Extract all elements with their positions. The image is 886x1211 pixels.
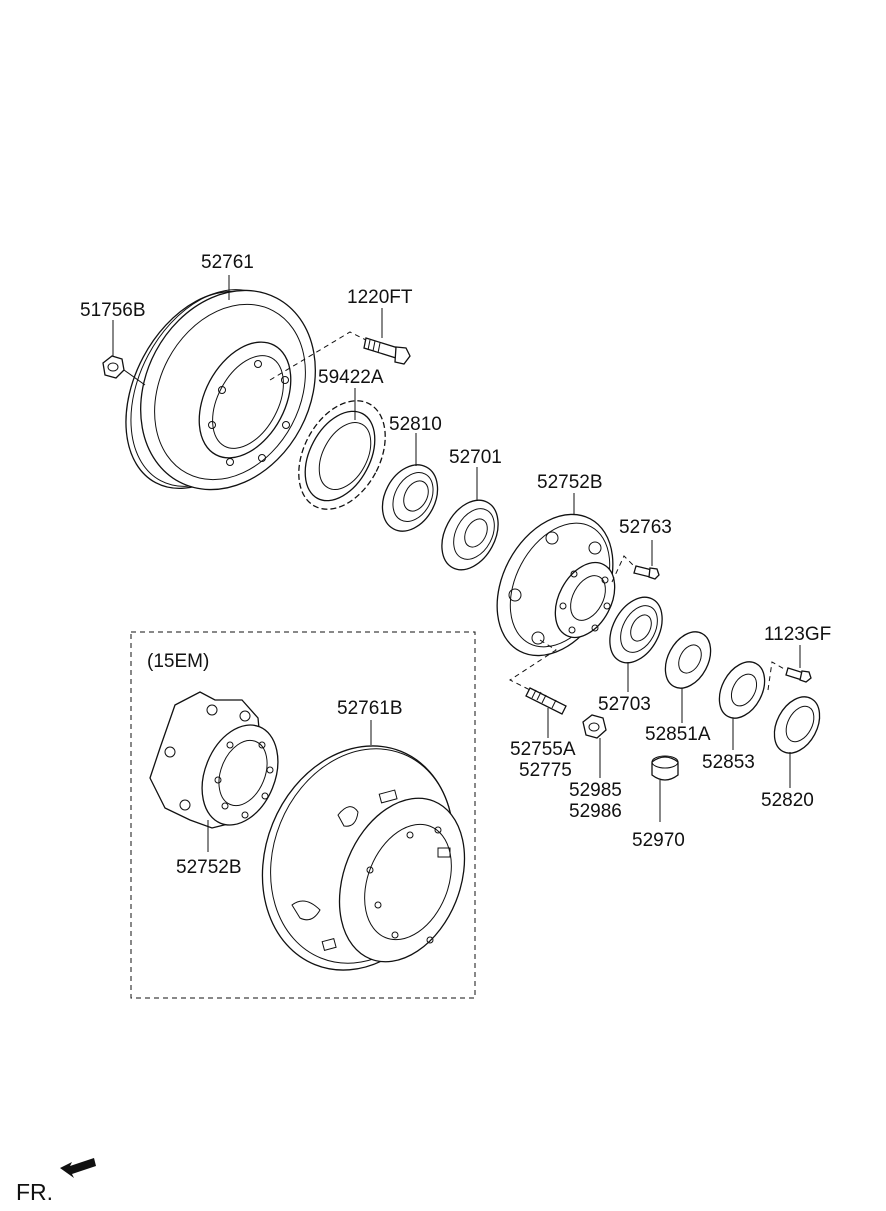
hub-bolt-1220ft: [363, 337, 411, 365]
label-52970: 52970: [632, 830, 685, 851]
label-52761: 52761: [201, 252, 254, 273]
bearing-52701: [441, 499, 499, 571]
label-52820: 52820: [761, 790, 814, 811]
wheel-nut-51756b: [102, 355, 146, 386]
bolt-1123gf: [785, 667, 812, 683]
label-52761b: 52761B: [337, 698, 403, 719]
oil-seal-52820: [773, 696, 821, 754]
label-52763: 52763: [619, 517, 672, 538]
label-52701: 52701: [449, 447, 502, 468]
label-52853: 52853: [702, 752, 755, 773]
screw-52763: [633, 565, 660, 580]
brake-drum-52761: [125, 289, 316, 491]
label-52985: 52985: [569, 780, 622, 801]
label-52986: 52986: [569, 801, 622, 822]
oil-seal-52810: [381, 464, 439, 532]
label-51756b: 51756B: [80, 300, 146, 321]
label-1123gf: 1123GF: [764, 624, 831, 645]
variant-15em-label: (15EM): [147, 651, 209, 672]
bearing-52703: [609, 596, 663, 664]
label-52810: 52810: [389, 414, 442, 435]
variant-15em-box: [130, 631, 476, 999]
brake-drum-52761b: [261, 745, 466, 971]
hub-nut-52985: [582, 714, 607, 739]
wheel-hub-52752b-15em: [149, 691, 279, 829]
lock-washer-52851a: [664, 631, 712, 689]
label-52755a: 52755A: [510, 739, 576, 760]
label-52752b: 52752B: [537, 472, 603, 493]
label-59422a: 59422A: [318, 367, 384, 388]
label-52752b-15em: 52752B: [176, 857, 242, 878]
tone-ring-59422a: [298, 400, 386, 510]
hub-cap-52970: [651, 755, 679, 781]
hub-stud-52755a: [525, 687, 567, 715]
label-52775: 52775: [519, 760, 572, 781]
front-direction-arrow-icon: [60, 1158, 96, 1178]
label-52851a: 52851A: [645, 724, 711, 745]
label-1220ft: 1220FT: [347, 287, 413, 308]
wheel-hub-52752b: [496, 513, 616, 657]
lock-plate-52853: [718, 661, 766, 719]
label-52703: 52703: [598, 694, 651, 715]
direction-label: FR.: [16, 1179, 53, 1205]
